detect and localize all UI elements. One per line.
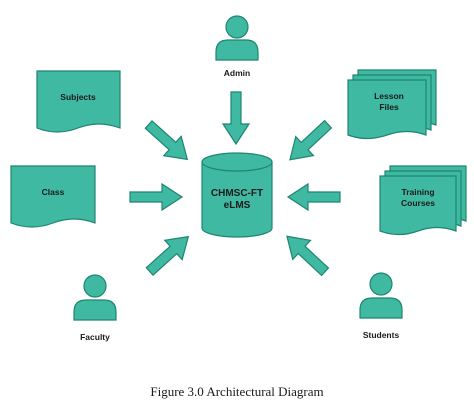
database-label-line2: eLMS [224, 200, 251, 211]
training-courses-label-line1: Training [401, 187, 434, 197]
faculty-arrow-icon [140, 226, 198, 282]
database-label-line1: CHMSC-FT [211, 188, 263, 199]
subjects-document-icon [36, 70, 121, 133]
lesson-files-label-line2: Files [379, 102, 399, 112]
training-courses-arrow-icon [287, 183, 341, 211]
students-arrow-icon [277, 226, 335, 282]
class-arrow-icon [129, 183, 183, 211]
subjects-arrow-icon [139, 114, 197, 170]
students-user-icon [359, 272, 403, 319]
class-document-icon [10, 165, 96, 228]
figure-caption: Figure 3.0 Architectural Diagram [150, 384, 324, 399]
class-label: Class [42, 187, 65, 197]
database-icon [201, 152, 273, 238]
admin-user-icon [215, 15, 259, 61]
lesson-files-label-line1: Lesson [374, 91, 404, 101]
lesson-files-arrow-icon [280, 114, 338, 170]
faculty-user-icon [73, 274, 117, 321]
faculty-label: Faculty [80, 332, 110, 342]
subjects-label: Subjects [60, 92, 96, 102]
lesson-files-multi-document-icon [347, 69, 437, 140]
admin-arrow-icon [222, 91, 250, 145]
training-courses-multi-document-icon [379, 165, 467, 236]
students-label: Students [363, 330, 400, 340]
training-courses-label-line2: Courses [401, 198, 435, 208]
admin-label: Admin [224, 68, 250, 78]
